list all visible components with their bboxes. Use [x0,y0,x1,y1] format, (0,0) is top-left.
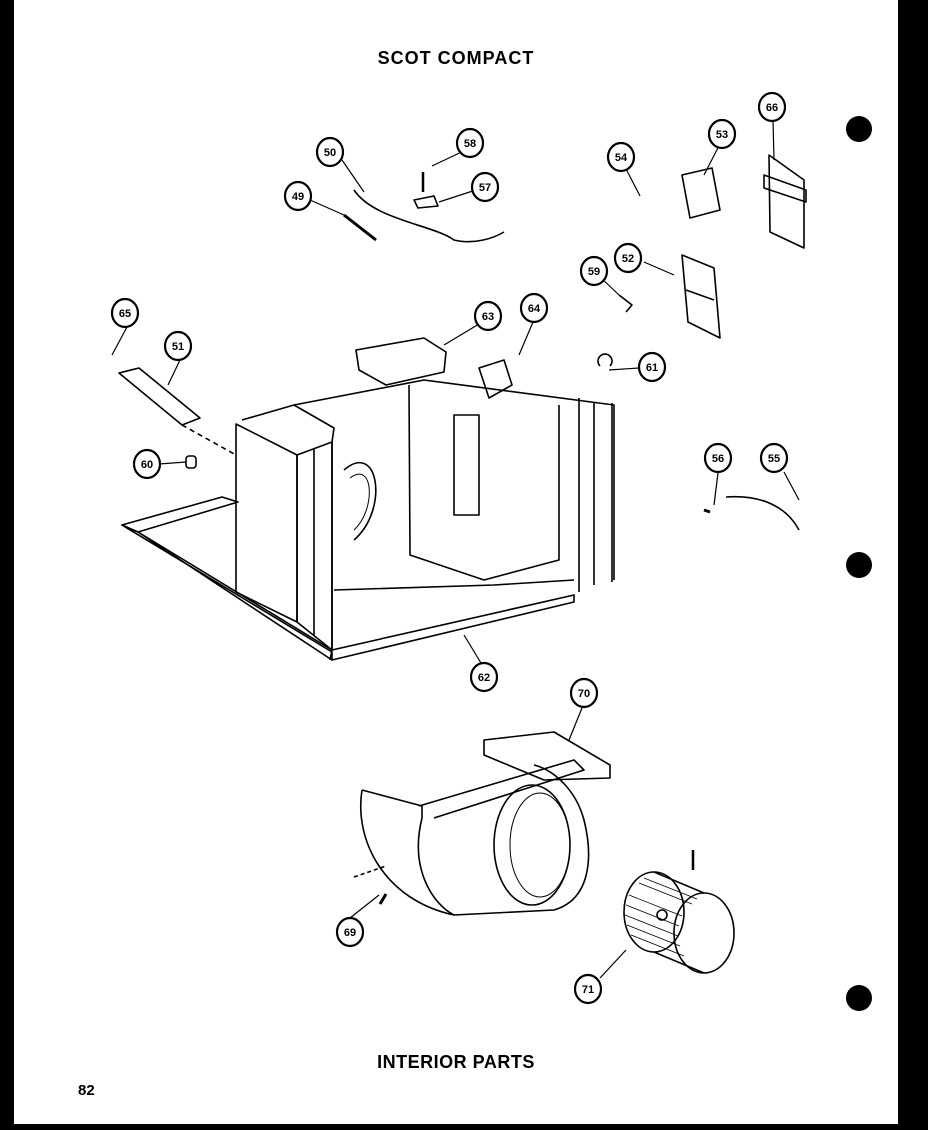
callout-64: 64 [519,292,549,324]
callout-label: 59 [588,266,600,278]
callout-61: 61 [637,351,667,383]
callout-circle [703,442,733,474]
callout-circle [707,118,737,150]
tube-55-drawing [725,495,800,531]
callout-70: 70 [569,677,599,709]
callout-50: 50 [315,136,345,168]
callout-circle [759,442,789,474]
clip-61-drawing [597,353,613,367]
callout-53: 53 [707,118,737,150]
callout-label: 56 [712,453,724,465]
clip-59-drawing [618,294,633,313]
callout-circle [470,171,500,203]
callout-label: 69 [344,927,356,939]
callout-balloons: 50 58 57 49 54 53 66 59 52 65 63 64 51 61 60 56 55 62 70 69… [110,91,789,1005]
callout-circle [335,916,365,948]
callout-label: 58 [464,138,476,150]
callout-label: 66 [766,102,778,114]
cabinet-back-panel-drawing [293,379,615,650]
grommet-60-drawing [185,455,197,469]
callout-51: 51 [163,330,193,362]
callout-circle [473,300,503,332]
callout-label: 71 [582,984,594,996]
callout-54: 54 [606,141,636,173]
binder-hole-middle [846,552,872,578]
callout-circle [110,297,140,329]
callout-57: 57 [470,171,500,203]
callout-label: 52 [622,253,634,265]
callout-66: 66 [757,91,787,123]
callout-circle [283,180,313,212]
callout-63: 63 [473,300,503,332]
callout-label: 63 [482,311,494,323]
callout-label: 49 [292,191,304,203]
callout-49: 49 [283,180,313,212]
callout-label: 51 [172,341,184,353]
binder-hole-top [846,116,872,142]
callout-label: 60 [141,459,153,471]
callout-59: 59 [579,255,609,287]
callout-label: 53 [716,129,728,141]
callout-label: 61 [646,362,658,374]
callout-71: 71 [573,973,603,1005]
callout-label: 57 [479,182,491,194]
panel-66-drawing [768,154,805,249]
callout-52: 52 [613,242,643,274]
plate-52-drawing [681,254,721,339]
callout-69: 69 [335,916,365,948]
callout-circle [315,136,345,168]
diagram-title: SCOT COMPACT [377,48,535,68]
duct-63-drawing [355,337,447,386]
wire-50-drawing [353,189,505,243]
callout-62: 62 [469,661,499,693]
callout-circle [579,255,609,287]
callout-circle [469,661,499,693]
callout-circle [163,330,193,362]
callout-circle [455,127,485,159]
callout-circle [637,351,667,383]
callout-circle [132,448,162,480]
callout-58: 58 [455,127,485,159]
blower-housing-drawing [353,759,590,916]
parts-diagram-sheet: SCOT COMPACT INTERIOR PARTS 82 [14,0,898,1124]
callout-circle [757,91,787,123]
callout-56: 56 [703,442,733,474]
callout-55: 55 [759,442,789,474]
inlet-ring-drawing [343,461,377,541]
callout-circle [606,141,636,173]
base-pan-drawing [121,496,575,661]
blower-bracket-70-drawing [483,731,611,781]
callout-label: 55 [768,453,780,465]
callout-label: 64 [528,303,541,315]
bracket-64-drawing [478,359,513,399]
callout-circle [569,677,599,709]
section-title: INTERIOR PARTS [377,1052,535,1072]
callout-label: 70 [578,688,590,700]
callout-60: 60 [132,448,162,480]
exploded-view-drawing: 50 58 57 49 54 53 66 59 52 65 63 64 51 61 60 56 55 62 70 69… [110,91,807,1005]
cabinet-left-panel-drawing [235,404,335,651]
page-number: 82 [78,1082,95,1099]
binder-hole-bottom [846,985,872,1011]
part-51-drawing [118,367,201,426]
callout-label: 65 [119,308,131,320]
callout-label: 50 [324,147,336,159]
callout-label: 54 [615,152,628,164]
callout-circle [613,242,643,274]
callout-circle [519,292,549,324]
bracket-53-drawing [681,167,721,219]
callout-circle [573,973,603,1005]
wire-49-drawing [343,213,377,242]
callout-label: 62 [478,672,490,684]
blower-wheel-drawing [623,850,735,974]
leader-lines [111,119,800,979]
callout-65: 65 [110,297,140,329]
